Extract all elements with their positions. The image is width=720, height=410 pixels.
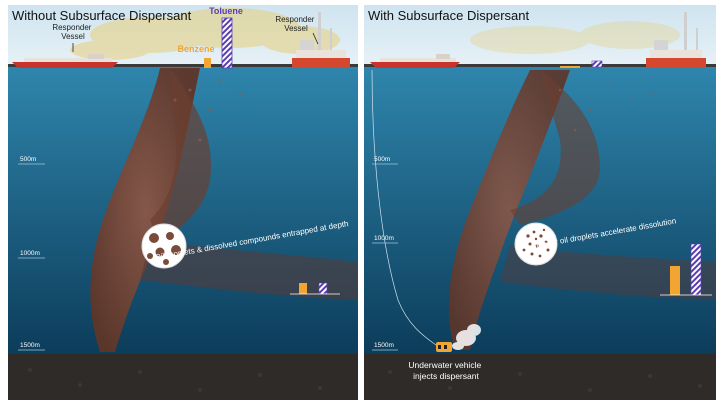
benzene-bar-depth [670, 266, 680, 295]
benzene-bar-surface [204, 58, 211, 68]
vessel-label-right-line1: Responder [275, 15, 314, 24]
vehicle-tether [371, 69, 441, 349]
sea-surface [364, 64, 716, 67]
toluene-bar-surface [221, 17, 233, 69]
oil-particles [173, 78, 242, 142]
underwater-vehicle [436, 342, 452, 352]
depth-500m: 500m [374, 156, 390, 163]
toluene-bar-depth [690, 243, 702, 296]
benzene-bar-surface [560, 66, 580, 68]
benzene-label: Benzene [177, 44, 214, 54]
toluene-bar-depth [318, 282, 328, 295]
surface-vapor [470, 21, 680, 54]
oil-particles [558, 84, 651, 132]
panel-with-dispersant: 500m 1000m 1500m Smaller oil droplets ac… [362, 3, 718, 403]
responder-vessel-right [646, 12, 706, 68]
vehicle-caption: Underwater vehicle injects dispersant [408, 360, 483, 381]
panel-title-left: Without Subsurface Dispersant [12, 8, 192, 23]
vessel-label-right-line2: Vessel [284, 24, 308, 33]
depth-1500m: 1500m [374, 342, 394, 349]
responder-vessel-right [292, 12, 350, 68]
seafloor [8, 354, 358, 400]
vessel-label-left: Responder Vessel [52, 23, 93, 41]
panel-without-dispersant: Responder Vessel Responder Vessel Toluen… [6, 3, 358, 403]
toluene-bar-surface [591, 60, 603, 68]
toluene-label: Toluene [209, 6, 243, 16]
panel-title-right: With Subsurface Dispersant [368, 8, 530, 23]
depth-1000m: 1000m [374, 235, 394, 242]
depth-1500m: 1500m [20, 342, 40, 349]
vessel-pointer-right [312, 32, 319, 45]
responder-vessel-left [370, 54, 460, 68]
droplet-magnifier [514, 222, 558, 266]
seafloor-texture [28, 368, 322, 392]
benzene-bar-depth [299, 283, 307, 294]
droplet-magnifier [141, 223, 187, 269]
depth-500m: 500m [20, 156, 36, 163]
seafloor [364, 354, 716, 400]
vessel-label-left-line1: Responder [52, 23, 91, 32]
vessel-label-left-line2: Vessel [61, 32, 85, 41]
depth-1000m: 1000m [20, 250, 40, 257]
sea-surface [8, 64, 358, 67]
oil-plume [448, 70, 716, 350]
vessel-label-right: Responder Vessel [275, 15, 316, 33]
vehicle-caption-line1: Underwater vehicle [408, 360, 481, 370]
dispersant-spray [452, 324, 481, 350]
responder-vessel-left [12, 54, 118, 68]
depth-markers: 500m 1000m 1500m [18, 156, 45, 351]
seafloor-texture [388, 370, 702, 392]
vehicle-caption-line2: injects dispersant [413, 371, 479, 381]
depth-markers: 500m 1000m 1500m [372, 156, 398, 351]
